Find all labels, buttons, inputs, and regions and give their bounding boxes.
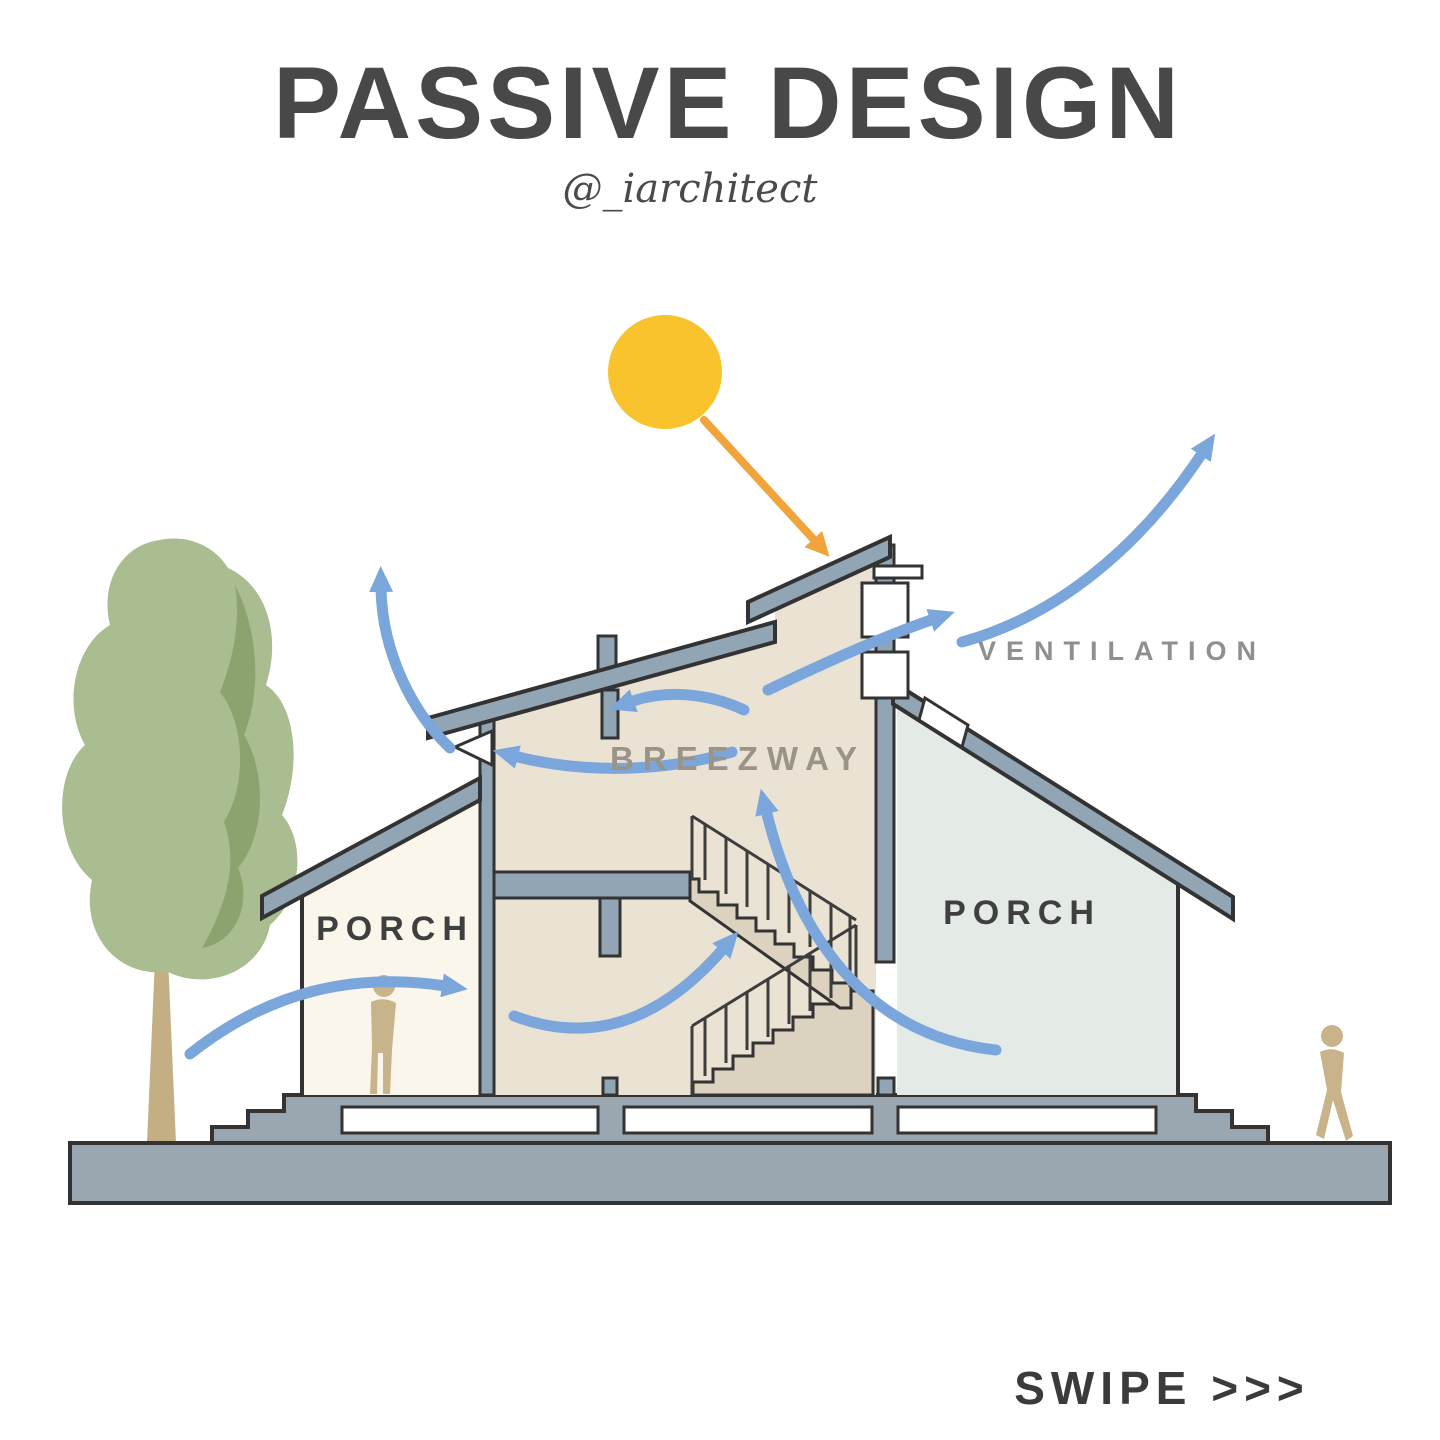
airflow-arrow-ventilation-exit bbox=[956, 433, 1216, 648]
ridge-cap bbox=[872, 564, 924, 580]
main-roof-upper bbox=[746, 533, 892, 626]
tree-canopy-shadow bbox=[202, 585, 260, 948]
person-body bbox=[1316, 1049, 1353, 1141]
ground bbox=[68, 1093, 1392, 1205]
airflow-arrow-exit-left bbox=[369, 566, 456, 754]
left-wall bbox=[478, 713, 496, 1097]
airflow-arrow-stairwell-up bbox=[755, 788, 1002, 1056]
porch-right-interior bbox=[897, 706, 1178, 1095]
sun-icon bbox=[608, 315, 722, 429]
tree bbox=[62, 538, 298, 1143]
slab-column-stub bbox=[598, 896, 622, 958]
airflow-arrow-to-vent-left bbox=[492, 745, 738, 774]
porch-roof-skylight bbox=[917, 695, 970, 750]
second-floor-slab bbox=[492, 870, 692, 900]
page-title: PASSIVE DESIGN bbox=[273, 46, 1183, 160]
floor-door-stub bbox=[601, 1076, 619, 1097]
tree-trunk bbox=[147, 958, 176, 1143]
person-body bbox=[370, 999, 396, 1094]
airflow-arrow-clerestory-left bbox=[609, 689, 750, 716]
house-section bbox=[260, 533, 1235, 1097]
ground-strip bbox=[68, 1141, 1392, 1205]
airflow-arrow-entry-left bbox=[184, 973, 468, 1060]
foundation-vent-panel bbox=[340, 1105, 600, 1135]
sun-ray-arrow bbox=[700, 416, 830, 557]
author-handle: @_iarchitect bbox=[563, 166, 819, 212]
clerestory-window-lower bbox=[860, 650, 910, 700]
airflow-arrows bbox=[184, 433, 1216, 1060]
swipe-hint: SWIPE >>> bbox=[1014, 1362, 1310, 1414]
person-head bbox=[1321, 1025, 1343, 1047]
partition-stub bbox=[600, 688, 620, 740]
foundation-vent-panel bbox=[622, 1105, 874, 1135]
airflow-arrow-interior-up bbox=[508, 931, 739, 1034]
label-ventilation: VENTILATION bbox=[978, 636, 1266, 666]
label-porch-left: PORCH bbox=[316, 910, 474, 948]
person-walking bbox=[1316, 1025, 1353, 1141]
airflow-arrow-exit-clerestory bbox=[762, 608, 955, 696]
eave-vent-opening bbox=[451, 728, 494, 768]
floor-door-stub bbox=[876, 1076, 896, 1097]
label-porch-right: PORCH bbox=[943, 894, 1101, 932]
porch-left-roof bbox=[260, 774, 482, 922]
foundation-vent-panel bbox=[896, 1105, 1158, 1135]
label-breezway: BREEZWAY bbox=[610, 740, 866, 777]
porch-left-interior bbox=[302, 802, 480, 1095]
